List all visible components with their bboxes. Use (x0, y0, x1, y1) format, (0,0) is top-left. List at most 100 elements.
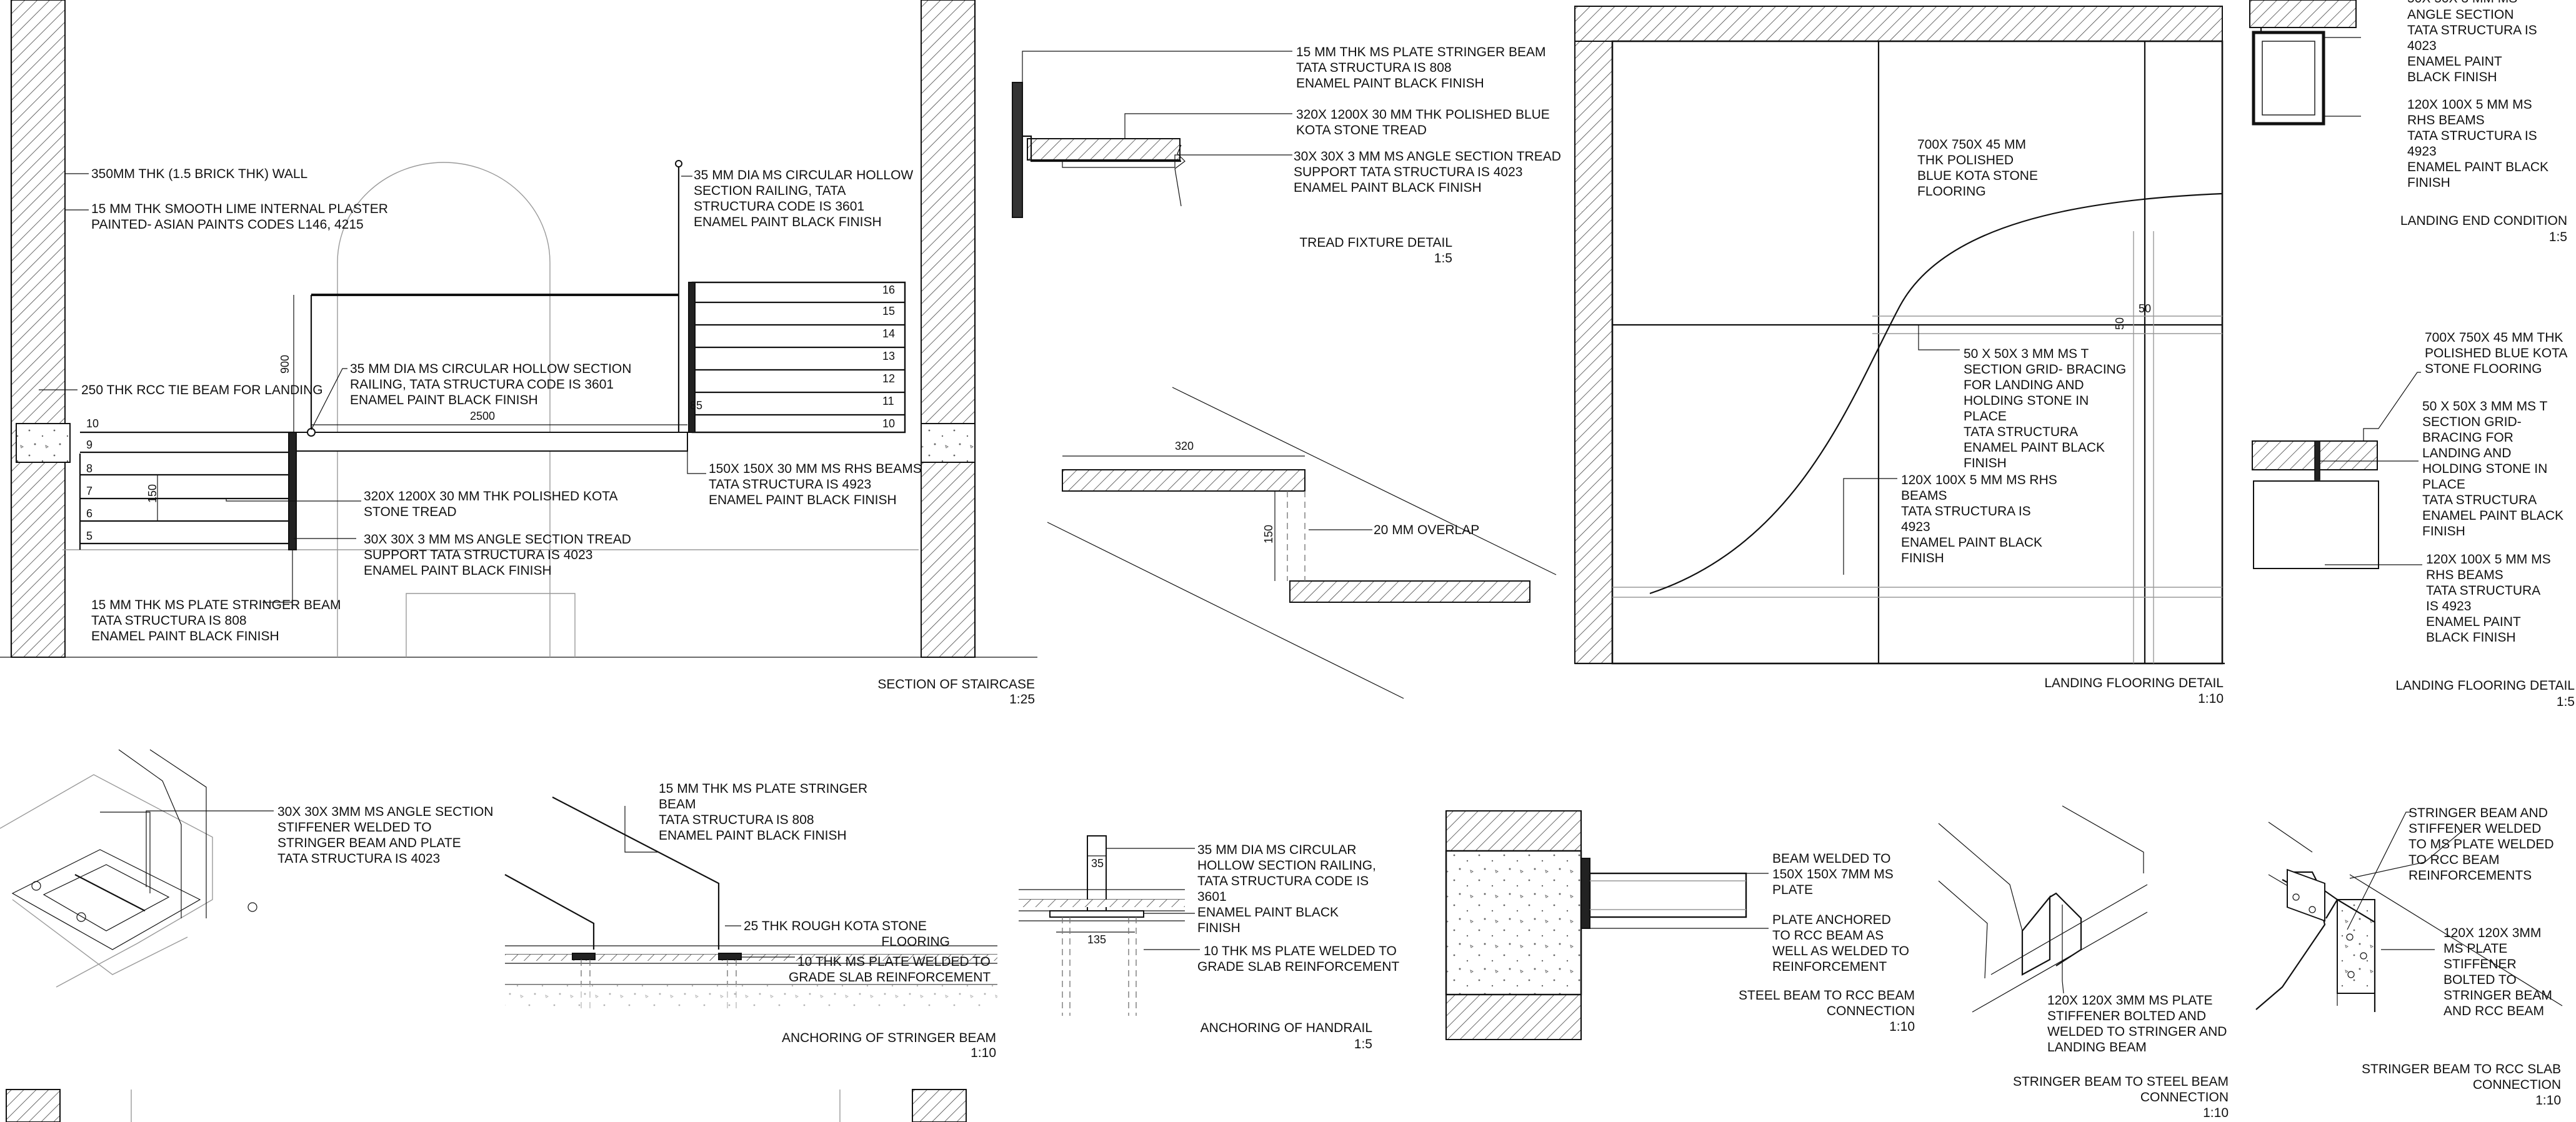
label-le-rhs-3: TATA STRUCTURA IS (2407, 129, 2537, 143)
title-anchoring-handrail: ANCHORING OF HANDRAIL (1201, 1021, 1372, 1035)
label-rhs-3: ENAMEL PAINT BLACK FINISH (709, 493, 897, 507)
label-lf5-tsec-6: PLACE (2422, 477, 2465, 492)
label-le-rhs-6: FINISH (2407, 176, 2450, 190)
step-number: 9 (86, 439, 92, 451)
scale-landing-flooring: 1:10 (2198, 692, 2224, 706)
label-le-angle-4: 4023 (2407, 39, 2437, 53)
scale-steel-rcc: 1:10 (1889, 1020, 1915, 1034)
label-ah-rail-6: FINISH (1197, 921, 1241, 935)
label-lf5-rhs-1: 120X 100X 5 MM MS (2426, 552, 2551, 567)
label-le-rhs-2: RHS BEAMS (2407, 113, 2485, 127)
label-rhs-1: 150X 150X 30 MM MS RHS BEAMS (709, 462, 922, 476)
label-as-kota-2: FLOORING (881, 935, 950, 949)
next-sheet-partial (6, 1089, 967, 1122)
step-number: 5 (86, 530, 92, 542)
label-lf-tsec-1: 50 X 50X 3 MM MS T (1964, 347, 2089, 361)
label-sr-beam-3: PLATE (1772, 883, 1813, 897)
scale-stringer-rcc: 1:10 (2535, 1093, 2561, 1108)
title-stringer-steel-2: CONNECTION (2140, 1090, 2229, 1105)
label-stringer-1: 15 MM THK MS PLATE STRINGER BEAM (91, 598, 341, 612)
label-lf5-stone-2: POLISHED BLUE KOTA (2425, 346, 2567, 360)
label-ah-rail-4: 3601 (1197, 890, 1227, 904)
label-as-plate-2: GRADE SLAB REINFORCEMENT (789, 970, 991, 985)
label-tread-1: 320X 1200X 30 MM THK POLISHED KOTA (364, 489, 618, 504)
label-as-stringer-3: TATA STRUCTURA IS 808 (659, 813, 814, 827)
label-lf-rhs-3: TATA STRUCTURA IS (1901, 504, 2031, 519)
scale-landing-flooring-15: 1:5 (2557, 695, 2575, 709)
label-angle-1: 30X 30X 3 MM MS ANGLE SECTION TREAD (364, 532, 631, 547)
label-le-rhs-1: 120X 100X 5 MM MS (2407, 97, 2532, 112)
label-lf-stone-1: 700X 750X 45 MM (1917, 137, 2026, 152)
dim-tread-width: 320 (1175, 440, 1194, 452)
label-lf5-tsec-4: LANDING AND (2422, 446, 2511, 460)
step-number: 8 (86, 462, 92, 475)
label-sr-plate-4: REINFORCEMENT (1772, 960, 1887, 974)
label-rail-mid-1: 35 MM DIA MS CIRCULAR HOLLOW SECTION (350, 362, 631, 376)
label-lf-rhs-1: 120X 100X 5 MM MS RHS (1901, 473, 2057, 487)
title-steel-rcc: STEEL BEAM TO RCC BEAM (1739, 988, 1915, 1003)
dim-landing-span: 2500 (470, 410, 495, 422)
label-le-angle-3: TATA STRUCTURA IS (2407, 23, 2537, 37)
tread-fixture-detail: 15 MM THK MS PLATE STRINGER BEAM TATA ST… (1012, 45, 1561, 266)
isometric-stiffener-detail: 30X 30X 3MM MS ANGLE SECTION STIFFENER W… (0, 749, 493, 988)
label-lf5-stone-3: STONE FLOORING (2425, 362, 2542, 376)
label-ah-plate-1: 10 THK MS PLATE WELDED TO (1204, 944, 1397, 958)
dim-step-offset: 85 (690, 399, 702, 412)
label-lf-rhs-5: ENAMEL PAINT BLACK (1901, 535, 2042, 550)
landing-end-condition: 50X 50X 3 MM MS ANGLE SECTION TATA STRUC… (2249, 0, 2567, 244)
label-lf-rhs-2: BEAMS (1901, 489, 1947, 503)
anchoring-of-handrail: 35 135 35 MM DIA MS CIRCULAR HOLLOW SECT… (1019, 835, 1399, 1051)
scale-landing-end: 1:5 (2549, 230, 2567, 244)
label-lf-tsec-2: SECTION GRID- BRACING (1964, 362, 2126, 377)
label-tf-tread-2: KOTA STONE TREAD (1296, 123, 1427, 137)
dim-handrail-base: 135 (1087, 933, 1106, 946)
label-sr2-a3: TO MS PLATE WELDED (2409, 837, 2554, 851)
landing-flooring-detail: 50 50 700X 750X 45 MM THK POLISHED BLUE … (1574, 6, 2225, 706)
break-curve (1649, 192, 2223, 595)
label-sr-plate-1: PLATE ANCHORED (1772, 913, 1891, 927)
label-sr2-b6: AND RCC BEAM (2444, 1004, 2544, 1018)
label-lf-tsec-7: ENAMEL PAINT BLACK (1964, 440, 2105, 455)
title-anchoring-stringer: ANCHORING OF STRINGER BEAM (782, 1031, 996, 1045)
label-lf5-tsec-2: SECTION GRID- (2422, 415, 2522, 429)
landing-slab (293, 432, 688, 452)
title-landing-flooring: LANDING FLOORING DETAIL (2044, 676, 2224, 690)
label-lf5-rhs-3: TATA STRUCTURA (2426, 583, 2540, 598)
label-ah-rail-3: TATA STRUCTURA CODE IS (1197, 874, 1369, 888)
label-ss-4: LANDING BEAM (2047, 1040, 2147, 1055)
label-sr-plate-3: WELL AS WELDED TO (1772, 944, 1909, 958)
label-as-stringer-2: BEAM (659, 797, 696, 812)
section-of-staircase: 10 9 8 7 6 5 16 15 14 13 12 11 (0, 0, 1037, 707)
step-number: 6 (86, 507, 92, 520)
scale-anchoring-stringer: 1:10 (971, 1046, 996, 1060)
label-lf-stone-3: BLUE KOTA STONE (1917, 169, 2038, 183)
label-iso-3: STRINGER BEAM AND PLATE (277, 836, 461, 850)
label-lf5-tsec-7: TATA STRUCTURA (2422, 493, 2537, 507)
step-number: 7 (86, 485, 92, 497)
label-le-angle-2: ANGLE SECTION (2407, 7, 2514, 22)
tread-overlap-detail: 320 150 20 MM OVERLAP (1047, 387, 1557, 699)
label-lf-stone-4: FLOORING (1917, 184, 1986, 199)
dim-handrail-top: 35 (1091, 857, 1104, 870)
label-wall: 350MM THK (1.5 BRICK THK) WALL (91, 167, 307, 181)
steel-beam (1589, 872, 1747, 918)
label-iso-4: TATA STRUCTURA IS 4023 (277, 851, 440, 866)
label-tf-angle-3: ENAMEL PAINT BLACK FINISH (1294, 181, 1482, 195)
lower-tread (1289, 580, 1530, 603)
label-lf-rhs-4: 4923 (1901, 520, 1930, 534)
steel-beam-to-rcc-beam: BEAM WELDED TO 150X 150X 7MM MS PLATE PL… (1445, 810, 1915, 1040)
dim-tread-rise: 150 (1262, 525, 1275, 544)
handrail (307, 160, 682, 437)
label-iso-2: STIFFENER WELDED TO (277, 820, 432, 835)
label-lf-tsec-5: PLACE (1964, 409, 2007, 424)
label-angle-3: ENAMEL PAINT BLACK FINISH (364, 563, 552, 578)
label-lf-tsec-8: FINISH (1964, 456, 2007, 470)
step-number: 15 (882, 305, 895, 317)
label-le-rhs-4: 4923 (2407, 144, 2437, 159)
end-rhs-beam (2252, 31, 2325, 126)
label-sr2-a2: STIFFENER WELDED (2409, 822, 2541, 836)
label-rail-mid-3: ENAMEL PAINT BLACK FINISH (350, 393, 538, 407)
label-lf-stone-2: THK POLISHED (1917, 153, 2014, 167)
rhs-beam-section (2253, 480, 2379, 569)
label-lf5-rhs-6: BLACK FINISH (2426, 630, 2516, 645)
